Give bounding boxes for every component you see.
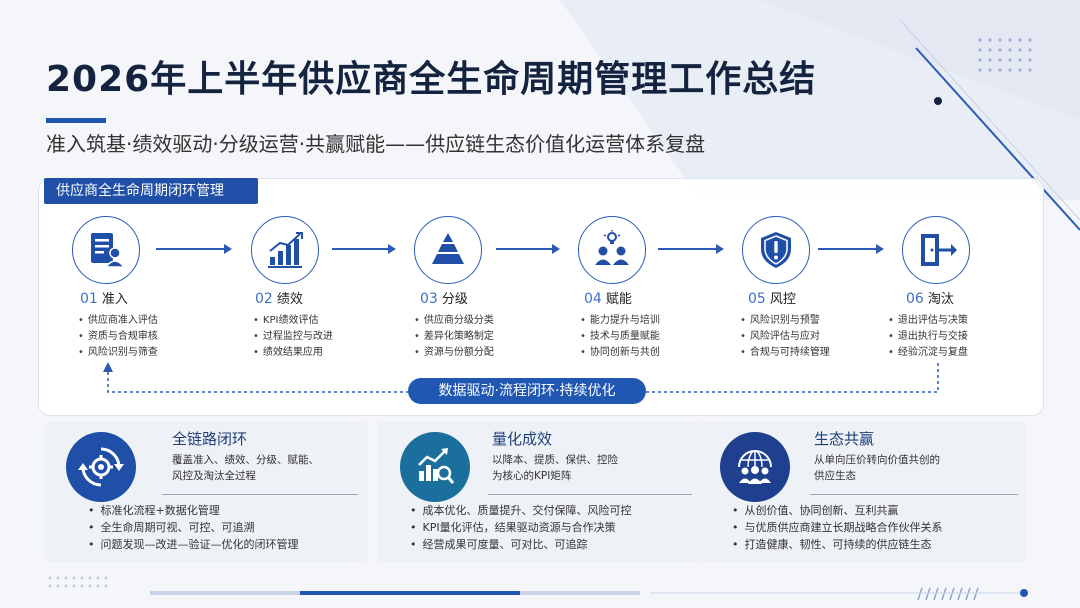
stage-number: 05 (748, 291, 766, 307)
loop-label: 数据驱动·流程闭环·持续优化 (408, 378, 646, 404)
card-icon-circle (66, 432, 136, 502)
list-item: KPI量化评估，结果驱动资源与合作决策 (410, 519, 632, 536)
card-item-list: 成本优化、质量提升、交付保障、风险可控 KPI量化评估，结果驱动资源与合作决策 … (410, 502, 632, 553)
cycle-gear-icon (78, 447, 124, 487)
stage-item-list: 供应商分级分类 差异化策略制定 资源与份额分配 (378, 313, 518, 361)
document-user-icon (91, 233, 126, 268)
list-item: 问题发现—改进—验证—优化的闭环管理 (88, 536, 299, 553)
list-item: 协同创新与共创 (580, 345, 682, 361)
list-item: 退出执行与交接 (888, 329, 1006, 345)
list-item: 经验沉淀与复盘 (888, 345, 1006, 361)
card-divider (488, 494, 692, 495)
card-ecosystem-winwin: 生态共赢 从单向压价转向价值共创的 供应生态 从创价值、协同创新、互利共赢 与优… (702, 422, 1026, 562)
list-item: 标准化流程+数据化管理 (88, 502, 299, 519)
list-item: 风险评估与应对 (740, 329, 846, 345)
list-item: 过程监控与改进 (253, 329, 355, 345)
card-divider (162, 494, 358, 495)
card-icon-circle (720, 432, 790, 502)
panel-label: 供应商全生命周期闭环管理 (44, 178, 258, 204)
stage-number: 02 (255, 291, 273, 307)
flow-arrow (156, 244, 232, 254)
team-idea-icon (595, 230, 629, 265)
card-title: 全链路闭环 (172, 430, 248, 448)
stage-item-list: 退出评估与决策 退出执行与交接 经验沉淀与复盘 (866, 313, 1006, 361)
list-item: KPI绩效评估 (253, 313, 355, 329)
list-item: 能力提升与培训 (580, 313, 682, 329)
stage-name: 分级 (441, 292, 468, 307)
stage-circle (902, 216, 970, 284)
list-item: 资质与合规审核 (78, 329, 176, 345)
lifecycle-panel (38, 178, 1044, 416)
card-description: 覆盖准入、绩效、分级、赋能、 风控及淘汰全过程 (172, 454, 319, 482)
card-description: 以降本、提质、保供、控险 为核心的KPI矩阵 (492, 454, 618, 482)
list-item: 经营成果可度量、可对比、可追踪 (410, 536, 632, 553)
list-item: 成本优化、质量提升、交付保障、风险可控 (410, 502, 632, 519)
stage-circle (72, 216, 140, 284)
stage-circle (742, 216, 810, 284)
stage-name: 赋能 (605, 292, 632, 307)
stage-number: 06 (906, 291, 924, 307)
list-item: 风险识别与预警 (740, 313, 846, 329)
pyramid-icon (432, 233, 464, 264)
card-description: 从单向压价转向价值共创的 供应生态 (814, 454, 940, 482)
list-item: 绩效结果应用 (253, 345, 355, 361)
card-icon-circle (400, 432, 470, 502)
list-item: 从创价值、协同创新、互利共赢 (732, 502, 943, 519)
page-subtitle: 准入筑基·绩效驱动·分级运营·共赢赋能——供应链生态价值化运营体系复盘 (46, 132, 706, 156)
list-item: 打造健康、韧性、可持续的供应链生态 (732, 536, 943, 553)
exit-door-icon (921, 234, 957, 266)
list-item: 合规与可持续管理 (740, 345, 846, 361)
stage-item-list: 风险识别与预警 风险评估与应对 合规与可持续管理 (706, 313, 846, 361)
stage-item-list: 供应商准入评估 资质与合规审核 风险识别与筛查 (36, 313, 176, 361)
flow-arrow (332, 244, 396, 254)
card-item-list: 标准化流程+数据化管理 全生命周期可视、可控、可追溯 问题发现—改进—验证—优化… (88, 502, 299, 553)
page-title: 2026年上半年供应商全生命周期管理工作总结 (46, 59, 817, 100)
list-item: 供应商准入评估 (78, 313, 176, 329)
stage-number: 01 (80, 291, 98, 307)
chart-magnifier-icon (418, 448, 455, 484)
stage-circle (414, 216, 482, 284)
card-quantified-results: 量化成效 以降本、提质、保供、控险 为核心的KPI矩阵 成本优化、质量提升、交付… (378, 422, 702, 562)
stage-circle (251, 216, 319, 284)
card-full-chain-loop: 全链路闭环 覆盖准入、绩效、分级、赋能、 风控及淘汰全过程 标准化流程+数据化管… (44, 422, 368, 562)
card-divider (810, 494, 1018, 495)
stage-item-list: 能力提升与培训 技术与质量赋能 协同创新与共创 (542, 313, 682, 361)
list-item: 差异化策略制定 (414, 329, 518, 345)
flow-arrow (496, 244, 560, 254)
list-item: 供应商分级分类 (414, 313, 518, 329)
bar-chart-icon (268, 232, 303, 268)
list-item: 资源与份额分配 (414, 345, 518, 361)
stage-name: 淘汰 (927, 292, 954, 307)
shield-alert-icon (761, 232, 791, 268)
card-title: 量化成效 (492, 430, 553, 448)
flow-arrow (658, 244, 724, 254)
stage-item-list: KPI绩效评估 过程监控与改进 绩效结果应用 (215, 313, 355, 361)
flow-arrow (818, 244, 884, 254)
list-item: 全生命周期可视、可控、可追溯 (88, 519, 299, 536)
stage-name: 风控 (769, 292, 796, 307)
list-item: 风险识别与筛查 (78, 345, 176, 361)
stage-number: 03 (420, 291, 438, 307)
card-item-list: 从创价值、协同创新、互利共赢 与优质供应商建立长期战略合作伙伴关系 打造健康、韧… (732, 502, 943, 553)
stage-name: 准入 (101, 292, 128, 307)
card-title: 生态共赢 (814, 430, 875, 448)
stage-circle (578, 216, 646, 284)
globe-people-icon (738, 450, 772, 484)
list-item: 与优质供应商建立长期战略合作伙伴关系 (732, 519, 943, 536)
title-accent-bar (46, 118, 106, 123)
list-item: 技术与质量赋能 (580, 329, 682, 345)
list-item: 退出评估与决策 (888, 313, 1006, 329)
stage-number: 04 (584, 291, 602, 307)
stage-name: 绩效 (276, 292, 303, 307)
